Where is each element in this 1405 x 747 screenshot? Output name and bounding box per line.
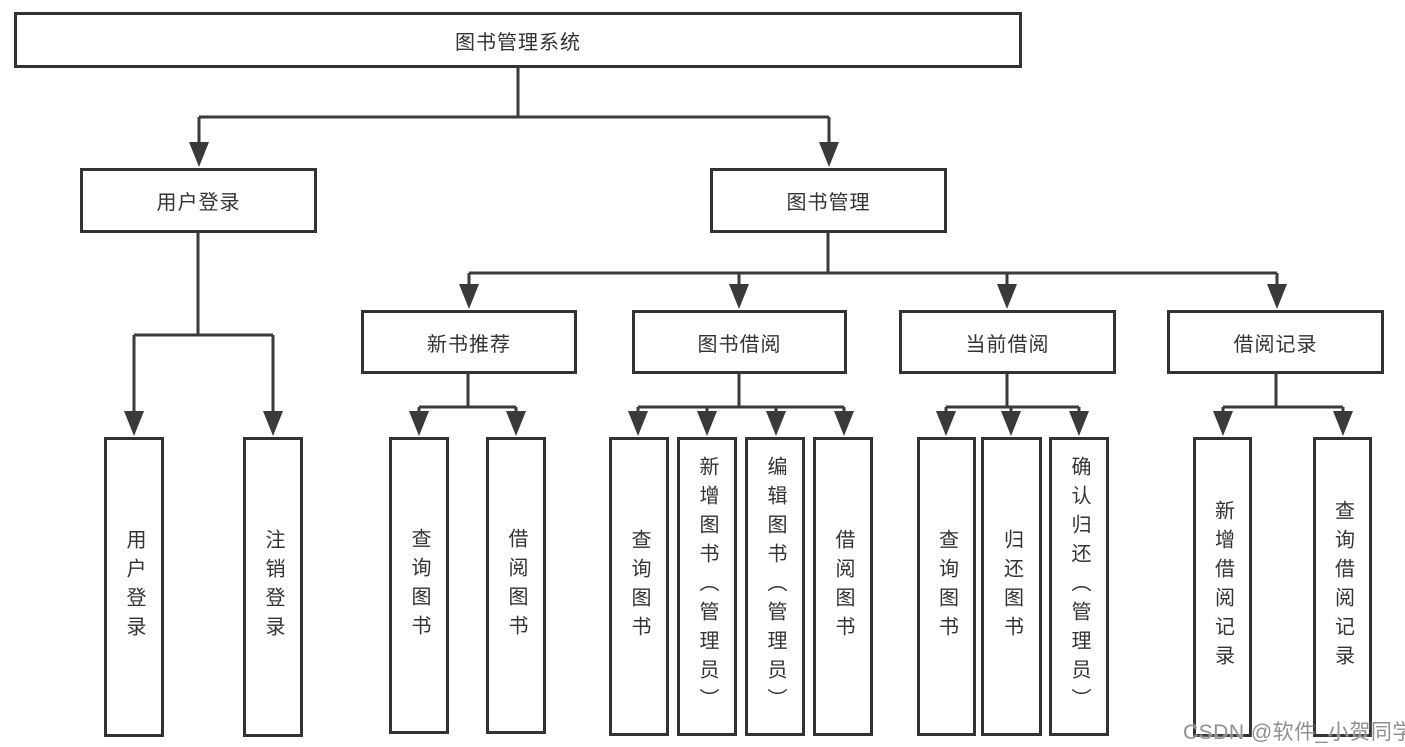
node-book-borrow: 图书借阅: [632, 310, 847, 374]
leaf-user-login: 用户登录: [104, 437, 164, 737]
leaf-user-login-label: 用户登录: [123, 529, 145, 645]
node-current-borrow: 当前借阅: [899, 310, 1116, 374]
leaf-borrow-query-book-label: 查询图书: [628, 528, 650, 645]
node-root-label: 图书管理系统: [455, 31, 581, 54]
leaf-return-book-label: 归还图书: [1000, 528, 1023, 645]
node-root: 图书管理系统: [14, 12, 1022, 68]
leaf-add-borrow-record: 新增借阅记录: [1193, 437, 1252, 737]
node-book-borrow-label: 图书借阅: [697, 333, 782, 356]
leaf-edit-book-admin: 编辑图书（管理员）: [745, 437, 805, 736]
leaf-newrec-borrow-book-label: 借阅图书: [505, 527, 527, 644]
node-new-book-recommend-label: 新书推荐: [427, 333, 511, 356]
leaf-newrec-query-book-label: 查询图书: [408, 527, 430, 644]
leaf-logout-label: 注销登录: [262, 529, 284, 645]
leaf-logout: 注销登录: [243, 437, 303, 737]
csdn-watermark: CSDN @软件_小贺同学: [1183, 721, 1405, 744]
leaf-query-borrow-record-label: 查询借阅记录: [1331, 500, 1354, 674]
leaf-add-borrow-record-label: 新增借阅记录: [1211, 500, 1234, 674]
node-book-management: 图书管理: [710, 168, 947, 233]
node-current-borrow-label: 当前借阅: [965, 333, 1050, 356]
node-book-management-label: 图书管理: [786, 192, 871, 214]
node-user-login-label: 用户登录: [156, 192, 241, 214]
leaf-current-query-book-label: 查询图书: [935, 528, 958, 645]
leaf-newrec-query-book: 查询图书: [389, 437, 449, 734]
leaf-borrow-book: 借阅图书: [813, 437, 873, 736]
leaf-query-borrow-record: 查询借阅记录: [1313, 437, 1372, 737]
node-user-login: 用户登录: [80, 168, 317, 233]
leaf-current-query-book: 查询图书: [917, 437, 976, 736]
leaf-add-book-admin: 新增图书（管理员）: [677, 437, 737, 736]
leaf-confirm-return-admin: 确认归还（管理员）: [1049, 437, 1109, 736]
leaf-add-book-admin-label: 新增图书（管理员）: [696, 456, 718, 717]
node-borrow-records-label: 借阅记录: [1233, 333, 1318, 356]
leaf-return-book: 归还图书: [981, 437, 1042, 736]
leaf-borrow-query-book: 查询图书: [609, 437, 669, 736]
leaf-edit-book-admin-label: 编辑图书（管理员）: [764, 456, 786, 717]
arrowheads: [124, 142, 1353, 436]
leaf-borrow-book-label: 借阅图书: [832, 528, 854, 645]
leaf-newrec-borrow-book: 借阅图书: [486, 437, 546, 734]
node-new-book-recommend: 新书推荐: [361, 310, 577, 374]
leaf-confirm-return-admin-label: 确认归还（管理员）: [1068, 456, 1090, 717]
node-borrow-records: 借阅记录: [1167, 310, 1384, 374]
